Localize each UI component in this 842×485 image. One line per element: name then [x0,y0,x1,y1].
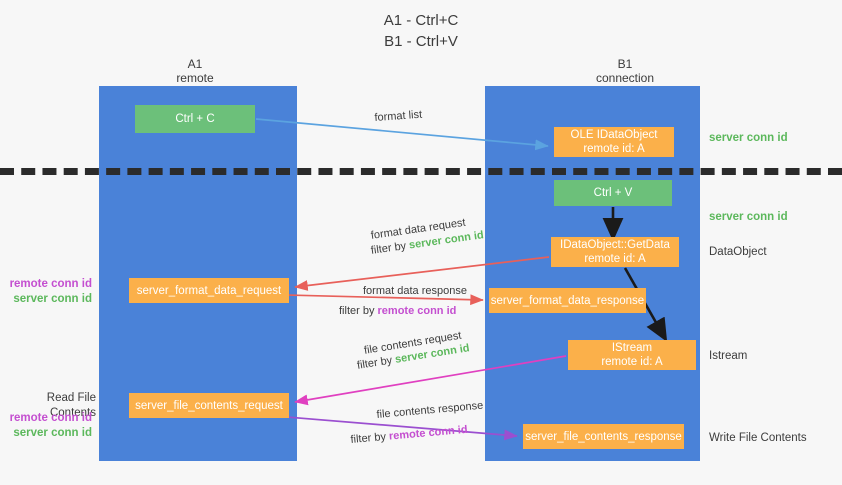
edge-label-file-contents-response-filter: filter by remote conn id [350,423,468,448]
label-dataobject: DataObject [709,246,767,258]
label-remote-conn-id-2: remote conn id [9,412,92,424]
node-server-format-data-request-label: server_format_data_request [136,284,282,297]
label-conn-id-group-2: remote conn id server conn id [0,411,92,441]
node-server-format-data-request[interactable]: server_format_data_request [129,278,289,303]
edge-label-format-data-response-filter: filter by remote conn id [339,304,456,319]
node-server-file-contents-request[interactable]: server_file_contents_request [129,393,289,418]
title-line-1: A1 - Ctrl+C [383,12,459,29]
node-idataobject-getdata[interactable]: IDataObject::GetData remote id: A [551,237,679,267]
label-remote-conn-id-1: remote conn id [9,278,92,290]
clipboard-boundary-divider [0,168,842,175]
label-read-file-contents: Read File Contents [46,392,96,419]
title-line-2: B1 - Ctrl+V [384,33,458,50]
filter-prefix-1: filter by [370,239,410,257]
node-istream-line1: IStream [611,342,653,354]
column-header-b1-name: B1 [617,57,633,71]
edge-label-format-data-response: format data response [363,285,467,297]
column-header-a1: A1 remote [120,57,270,85]
node-ctrl-v-label: Ctrl + V [593,187,633,199]
label-server-conn-id-mid: server conn id [709,211,788,223]
label-server-conn-id-1: server conn id [13,293,92,305]
label-istream: Istream [709,350,748,362]
label-server-conn-id-2: server conn id [13,427,92,439]
node-idataobject-getdata-line1: IDataObject::GetData [560,239,670,251]
node-server-format-data-response[interactable]: server_format_data_response [489,288,646,313]
filter-prefix-3: filter by [356,353,397,372]
column-header-a1-name: A1 [187,57,203,71]
label-server-conn-id-top: server conn id [709,132,788,144]
node-ole-idataobject[interactable]: OLE IDataObject remote id: A [554,127,674,157]
node-istream-line2: remote id: A [601,356,663,368]
node-server-format-data-response-label: server_format_data_response [490,294,645,307]
node-idataobject-getdata-line2: remote id: A [584,253,646,265]
filter-key-remote-conn-id-2: remote conn id [388,423,469,443]
filter-key-remote-conn-id-1: remote conn id [377,305,457,317]
column-header-b1-sub: connection [595,71,655,85]
node-server-file-contents-response-label: server_file_contents_response [525,430,682,443]
node-server-file-contents-response[interactable]: server_file_contents_response [523,424,684,449]
node-server-file-contents-request-label: server_file_contents_request [135,399,283,412]
node-ctrl-c[interactable]: Ctrl + C [135,105,255,133]
page-title: A1 - Ctrl+C B1 - Ctrl+V [0,10,842,52]
node-ole-idataobject-line2: remote id: A [583,143,645,155]
filter-prefix-2: filter by [339,305,378,317]
filter-prefix-4: filter by [350,430,390,446]
edge-label-format-list: format list [374,108,423,124]
column-header-b1: B1 connection [530,57,720,85]
node-ole-idataobject-line1: OLE IDataObject [570,129,658,141]
column-header-a1-sub: remote [176,71,214,85]
label-conn-id-group-1: remote conn id server conn id [0,277,92,307]
node-istream[interactable]: IStream remote id: A [568,340,696,370]
node-ctrl-c-label: Ctrl + C [175,113,215,125]
label-write-file-contents: Write File Contents [709,432,807,444]
edge-label-file-contents-response: file contents response [376,399,484,421]
node-ctrl-v[interactable]: Ctrl + V [554,180,672,206]
